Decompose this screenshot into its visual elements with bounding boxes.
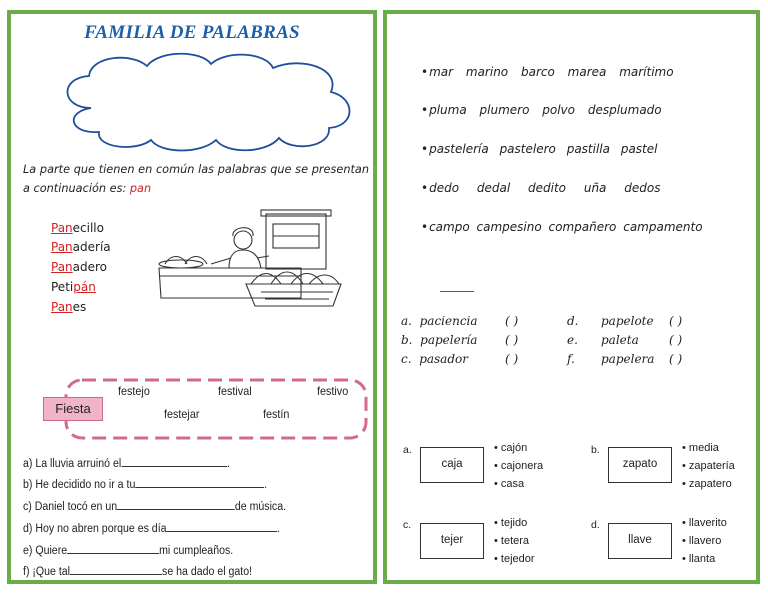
match-item: papelera xyxy=(601,352,655,366)
right-worksheet-panel: •mar marino barco marea marítimo •pluma … xyxy=(383,10,760,584)
answer-blank[interactable] xyxy=(166,521,277,532)
sentence-a: a) La lluvia arruinó el. xyxy=(23,456,230,470)
bubble-word: festejo xyxy=(118,384,150,398)
root-word-box: tejer xyxy=(420,523,484,559)
option-item[interactable]: llanta xyxy=(682,553,715,565)
bubble-word: festival xyxy=(218,384,252,398)
word-row: •campo campesino compañero campamento xyxy=(421,220,703,234)
match-item: a. paciencia xyxy=(401,314,478,328)
sentence-b: b) He decidido no ir a tu. xyxy=(23,477,268,491)
cloud-shape xyxy=(66,52,351,152)
match-paren[interactable]: ( ) xyxy=(669,333,683,347)
match-paren[interactable]: ( ) xyxy=(505,352,519,366)
word-item: Panes xyxy=(51,300,87,314)
word-row: •pastelería pastelero pastilla pastel xyxy=(421,142,658,156)
option-item[interactable]: casa xyxy=(494,478,524,490)
match-paren[interactable]: ( ) xyxy=(505,333,519,347)
word-item: Panadería xyxy=(51,240,111,254)
option-item[interactable]: media xyxy=(682,442,719,454)
root-word-box: Fiesta xyxy=(43,397,103,421)
word-item: Panecillo xyxy=(51,221,104,235)
match-paren[interactable]: ( ) xyxy=(505,314,519,328)
option-item[interactable]: llavero xyxy=(682,535,721,547)
option-item[interactable]: zapatería xyxy=(682,460,735,472)
answer-blank[interactable] xyxy=(67,543,160,554)
answer-blank[interactable] xyxy=(117,499,235,510)
match-letter: d. xyxy=(567,314,579,328)
intro-sentence: La parte que tienen en común las palabra… xyxy=(23,163,369,195)
match-letter: f. xyxy=(567,352,575,366)
answer-blank[interactable] xyxy=(121,456,228,467)
group-letter: c. xyxy=(403,519,412,531)
group-letter: b. xyxy=(591,444,600,456)
bakery-illustration xyxy=(158,209,342,307)
option-item[interactable]: tejido xyxy=(494,517,527,529)
word-row: •dedo dedal dedito uña dedos xyxy=(421,181,661,195)
worksheet-title: FAMILIA DE PALABRAS xyxy=(84,22,300,43)
answer-blank[interactable] xyxy=(70,564,163,575)
sentence-d: d) Hoy no abren porque es día. xyxy=(23,521,280,535)
bubble-word: festín xyxy=(263,407,290,421)
answer-blank[interactable] xyxy=(135,477,265,488)
match-item: b. papelería xyxy=(401,333,478,347)
root-word-box: llave xyxy=(608,523,672,559)
word-item: Petipán xyxy=(51,280,96,294)
match-item: c. pasador xyxy=(401,352,468,366)
match-item: paleta xyxy=(601,333,639,347)
option-item[interactable]: llaverito xyxy=(682,517,727,529)
word-item: Panadero xyxy=(51,260,108,274)
option-item[interactable]: zapatero xyxy=(682,478,732,490)
intro-root: pan xyxy=(129,182,152,195)
bubble-word: festivo xyxy=(317,384,349,398)
intro-text: La parte que tienen en común las palabra… xyxy=(23,160,369,198)
word-family-bubble xyxy=(64,378,368,440)
root-word-box: zapato xyxy=(608,447,672,483)
bubble-word: festejar xyxy=(164,407,200,421)
option-item[interactable]: cajón xyxy=(494,442,527,454)
group-letter: d. xyxy=(591,519,600,531)
group-letter: a. xyxy=(403,444,412,456)
option-item[interactable]: cajonera xyxy=(494,460,543,472)
word-row: •pluma plumero polvo desplumado xyxy=(421,103,662,117)
match-letter: e. xyxy=(567,333,578,347)
match-item: papelote xyxy=(601,314,654,328)
match-paren[interactable]: ( ) xyxy=(669,352,683,366)
option-item[interactable]: tejedor xyxy=(494,553,535,565)
root-word-box: caja xyxy=(420,447,484,483)
answer-line[interactable] xyxy=(440,291,474,292)
match-paren[interactable]: ( ) xyxy=(669,314,683,328)
left-worksheet-panel: FAMILIA DE PALABRAS La parte que tienen … xyxy=(7,10,377,584)
option-item[interactable]: tetera xyxy=(494,535,529,547)
word-row: •mar marino barco marea marítimo xyxy=(421,65,674,79)
